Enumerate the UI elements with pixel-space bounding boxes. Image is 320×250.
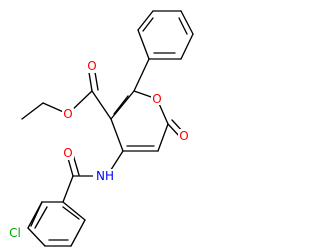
ester-link-bond	[91, 90, 112, 120]
chlorine-label: Cl	[9, 226, 21, 240]
amide-nitrogen-label: NH	[96, 169, 114, 183]
phenyl-bond-4	[180, 10, 194, 35]
amide-carbonyl-oxygen-label: O	[63, 146, 72, 160]
chlorophenyl-bond-5	[70, 219, 86, 247]
phenyl-bond-1	[137, 29, 150, 60]
phenyl-bond-4-inner	[178, 17, 188, 35]
lactone-carbonyl-oxygen-label: O	[179, 129, 188, 143]
phenyl-bond-2	[137, 10, 154, 31]
amide-carbonyl-oxygen-background	[62, 146, 74, 160]
chlorophenyl-bond-6-inner	[62, 206, 80, 220]
ester-carbonyl-oxygen-label: O	[87, 59, 96, 73]
chlorine-background	[3, 226, 27, 240]
pyranone-bond-c4-c5	[157, 123, 169, 152]
chlorophenyl-bond-2-inner	[34, 206, 48, 229]
atom-label-layer: O O O O O NH Cl	[3, 59, 190, 240]
phenyl-bond-5	[180, 33, 194, 60]
ethyl-bond-2	[21, 102, 44, 120]
bond-layer	[21, 10, 194, 247]
ester-alkoxy-oxygen-background	[62, 107, 74, 121]
pyranone-bond-c1-c2-inner	[113, 95, 129, 115]
ester-alkoxy-oxygen-label: O	[63, 107, 72, 121]
lactone-carbonyl-oxygen-background	[178, 129, 190, 143]
ring-oxygen-label: O	[152, 92, 161, 106]
chlorophenyl-bond-6	[62, 201, 86, 221]
ester-carbonyl-oxygen-background	[86, 59, 98, 73]
ring-oxygen-background	[151, 91, 163, 105]
chloro-bond	[30, 201, 43, 227]
phenyl-link-bond	[133, 58, 150, 92]
amide-nitrogen-background	[93, 169, 117, 183]
chemical-structure-diagram: O O O O O NH Cl	[3, 10, 194, 247]
aryl-link-bond	[62, 175, 74, 203]
pyranone-bond-c1-c2	[110, 90, 135, 120]
phenyl-bond-2-inner	[142, 17, 154, 32]
chlorophenyl-bond-3	[27, 227, 46, 247]
pyranone-bond-c2-c3	[110, 118, 124, 152]
